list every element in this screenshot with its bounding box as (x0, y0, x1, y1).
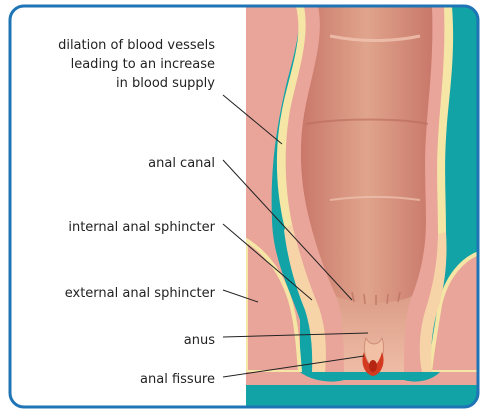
label-dilation-line2: leading to an increase (58, 55, 215, 74)
label-external-sphincter: external anal sphincter (65, 284, 215, 303)
label-anus: anus (184, 331, 215, 350)
anal-fissure-core (369, 360, 377, 372)
label-dilation-line1: dilation of blood vessels (58, 36, 215, 55)
label-internal-sphincter: internal anal sphincter (68, 218, 215, 237)
label-anal-canal: anal canal (148, 154, 215, 173)
label-anal-fissure: anal fissure (140, 370, 215, 389)
label-dilation: dilation of blood vessels leading to an … (58, 36, 215, 93)
label-dilation-line3: in blood supply (58, 74, 215, 93)
